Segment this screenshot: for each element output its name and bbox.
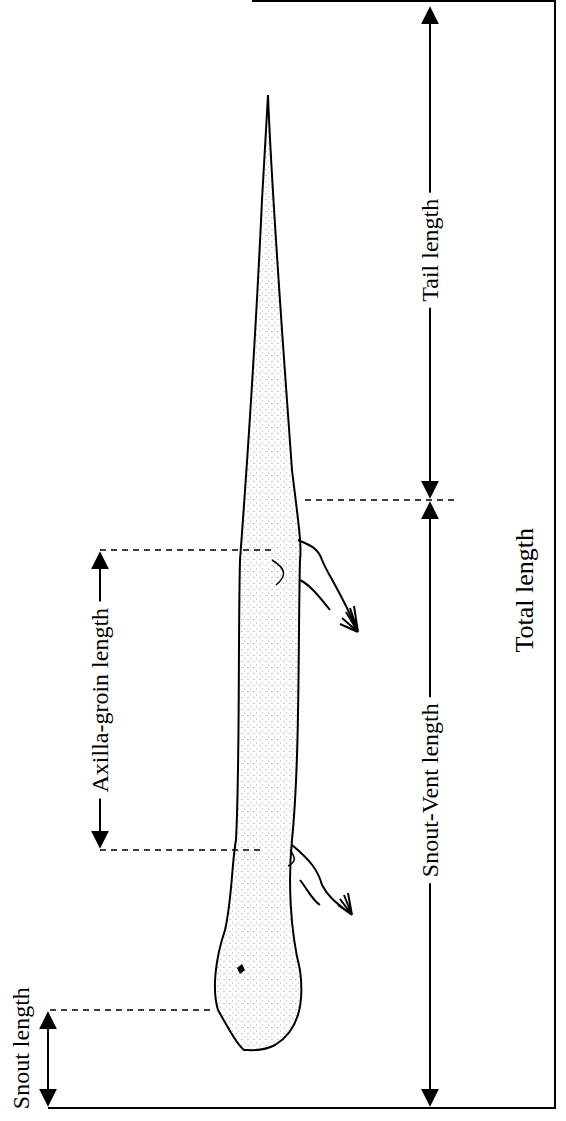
dimension-label: Total length	[511, 522, 540, 659]
lizard-drawing	[215, 95, 358, 1050]
dimension-label: Tail length	[417, 193, 443, 308]
dimension-label: Snout length	[8, 981, 34, 1115]
dimension-label: Axilla-groin length	[87, 602, 113, 799]
dimension-label: Snout-Vent length	[417, 697, 443, 883]
